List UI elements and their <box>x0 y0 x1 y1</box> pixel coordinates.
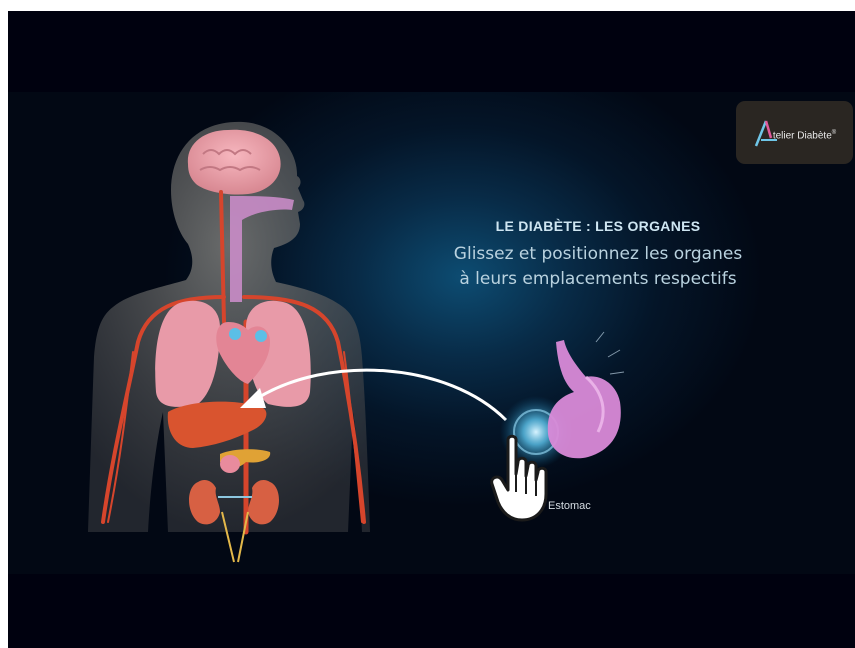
logo-text: telier Diabète® <box>773 130 836 141</box>
instruction-text: Glissez et positionnez les organes à leu… <box>413 242 783 292</box>
anatomy-illustration <box>8 92 855 574</box>
instruction-line-1: Glissez et positionnez les organes <box>413 242 783 267</box>
organ-label-estomac: Estomac <box>548 500 591 512</box>
page-title: LE DIABÈTE : LES ORGANES <box>428 218 768 234</box>
brain <box>188 130 281 195</box>
instruction-line-2: à leurs emplacements respectifs <box>413 267 783 292</box>
intestine <box>220 455 240 473</box>
interactive-scene: telier Diabète® LE DIABÈTE : LES ORGANES… <box>8 92 855 574</box>
hand-pointer-icon <box>488 432 558 527</box>
stomach-organ[interactable] <box>548 332 624 458</box>
video-frame: telier Diabète® LE DIABÈTE : LES ORGANES… <box>8 11 855 648</box>
atelier-diabete-logo: telier Diabète® <box>736 101 853 164</box>
